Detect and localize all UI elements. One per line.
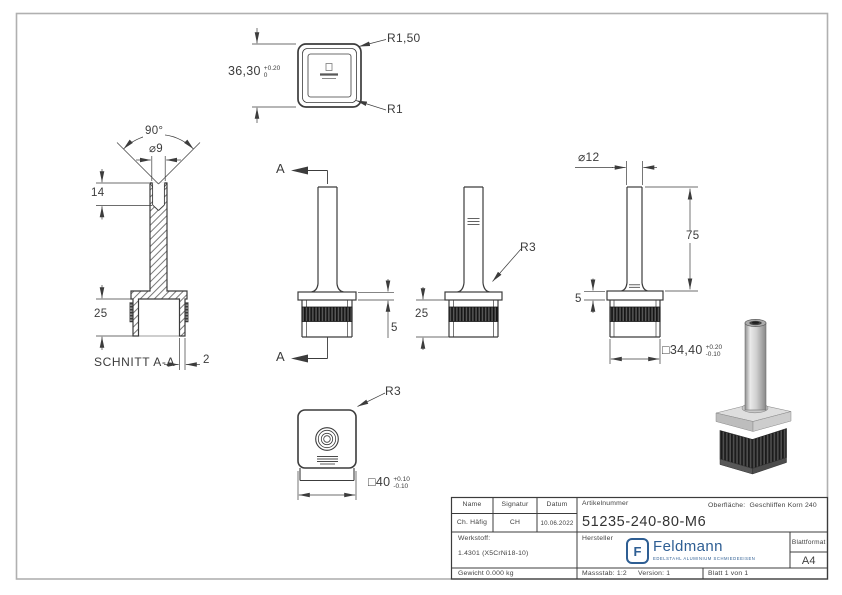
date-value: 10.06.2022: [540, 519, 574, 527]
article-number-value: 51235-240-80-M6: [582, 514, 707, 530]
dim-fillet-radius-side: R3: [520, 240, 536, 254]
dim-insert-height-side: 25: [413, 308, 431, 321]
article-number-label: Artikelnummer: [582, 500, 629, 507]
dim-cap-outer-size: 36,30 +0.20 0: [228, 65, 280, 80]
top-view-linework: [252, 28, 387, 123]
cut-label-bottom: A: [276, 349, 285, 364]
feldmann-logo-text: Feldmann EDELSTAHL ALUMINIUM SCHMIEDEEIS…: [653, 538, 755, 561]
signature-label: Signatur: [501, 501, 529, 508]
dim-cap-thickness-right: 5: [575, 293, 582, 305]
dim-value: □34,40: [662, 343, 703, 357]
front-view-linework: [291, 166, 394, 363]
brand-tagline: EDELSTAHL ALUMINIUM SCHMIEDEEISEN: [653, 556, 756, 561]
page-value: Blatt 1 von 1: [708, 570, 749, 577]
dim-hole-diameter: ⌀9: [147, 143, 165, 156]
sheet-frame: [15, 12, 829, 580]
manufacturer-logo: F Feldmann EDELSTAHL ALUMINIUM SCHMIEDEE…: [626, 538, 755, 564]
feldmann-logo-icon: F: [626, 538, 649, 564]
manufacturer-label: Hersteller: [582, 535, 614, 542]
dim-rod-length: 75: [684, 230, 702, 243]
signature-value: CH: [509, 519, 521, 526]
name-label: Name: [462, 501, 482, 508]
tol-upper: +0.20: [263, 65, 281, 72]
tol-upper: +0.10: [393, 476, 410, 483]
dim-insert-height-section: 25: [92, 308, 110, 321]
dim-rod-diameter: ⌀12: [578, 150, 600, 164]
tolerance-stack: +0.20 -0.10: [706, 344, 722, 359]
dim-value: 36,30: [228, 64, 261, 78]
dim-cap-thickness-front: 5: [391, 322, 398, 334]
brand-name: Feldmann: [653, 538, 723, 555]
dim-fillet-radius-bottom: R3: [385, 384, 401, 398]
section-caption: SCHNITT A-A: [94, 355, 176, 369]
section-view-linework: [96, 134, 201, 370]
dim-cap-width: □40 +0.10 -0.10: [368, 476, 410, 491]
dim-wall-thickness: 2: [203, 354, 210, 366]
name-value: Ch. Häfig: [456, 519, 488, 526]
sheet-format-label: Blattformat: [791, 539, 826, 546]
iso-3d-view: [715, 319, 792, 475]
dim-value: □40: [368, 475, 391, 489]
tol-lower: -0.10: [705, 351, 721, 359]
dim-radius-outer: R1,50: [387, 31, 421, 45]
surface-value: Geschliffen Korn 240: [749, 502, 817, 509]
dim-countersink-angle: 90°: [143, 125, 166, 138]
side-view-linework: [416, 186, 522, 350]
surface-label: Oberfläche:: [708, 502, 746, 509]
date-label: Datum: [546, 501, 568, 508]
tol-lower: -0.10: [393, 483, 409, 491]
engraving-mark-icon: [325, 63, 333, 71]
sheet-format-value: A4: [801, 555, 816, 567]
right-view-linework: [575, 161, 698, 364]
tolerance-stack: +0.10 -0.10: [393, 476, 409, 491]
scale-value: Massstab: 1:2: [582, 570, 627, 577]
tol-upper: +0.20: [705, 344, 723, 351]
tol-lower: 0: [263, 72, 268, 80]
material-value: 1.4301 (X5CrNi18-10): [458, 550, 529, 557]
version-value: Version: 1: [638, 570, 671, 577]
material-label: Werkstoff:: [458, 535, 491, 542]
dim-radius-inner: R1: [387, 102, 403, 116]
weight-value: Gewicht 0.000 kg: [458, 570, 514, 577]
title-block-lines: [450, 496, 829, 580]
surface-finish: Oberfläche: Geschliffen Korn 240: [708, 502, 817, 509]
bottom-view-linework: [297, 392, 386, 500]
dim-hole-depth: 14: [91, 187, 105, 199]
tolerance-stack: +0.20 0: [264, 65, 280, 80]
dim-insert-width: □34,40 +0.20 -0.10: [662, 344, 722, 359]
cut-label-top: A: [276, 161, 285, 176]
